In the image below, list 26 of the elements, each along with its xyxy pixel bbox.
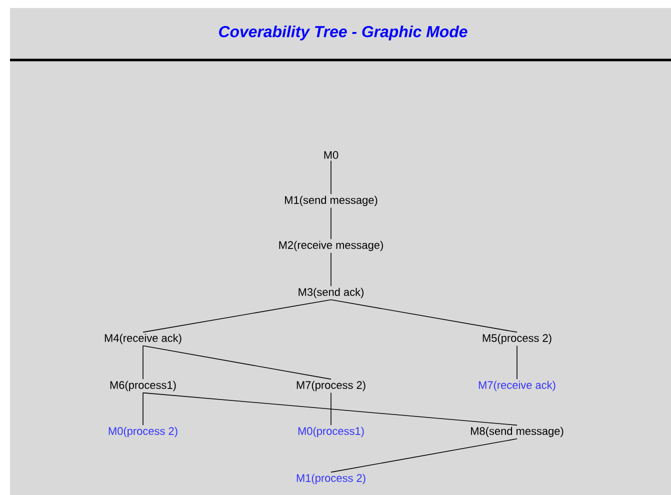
tree-line (142, 345, 332, 380)
node-label: M1(send message) (285, 196, 378, 206)
tree-line (330, 392, 332, 426)
tree-line (516, 345, 518, 380)
node-label: M1(process 2) (296, 474, 366, 484)
tree-line (330, 252, 332, 287)
tree-line (330, 438, 518, 473)
node-label: M4(receive ack) (104, 334, 182, 344)
node-label: M0(process1) (298, 426, 364, 438)
tree-line (330, 299, 518, 333)
title: Coverability Tree - Graphic Mode (219, 26, 468, 40)
tree-line (330, 207, 332, 240)
node-label: M5(process 2) (482, 334, 552, 344)
tree-line (142, 345, 144, 380)
node-label: M7(receive ack) (478, 380, 556, 392)
tree-line (142, 392, 518, 426)
node-label: M0(process 2) (108, 426, 178, 438)
tree-line (142, 299, 332, 333)
node-label: M7(process 2) (296, 380, 366, 392)
node-label: M2(receive message) (279, 240, 383, 252)
tree-line (142, 392, 144, 426)
node-label: M6(process1) (110, 380, 176, 392)
node-label: M8(send message) (471, 426, 564, 438)
node-label: M3(send ack) (298, 288, 364, 298)
tree-line (330, 160, 332, 195)
node-label: M0 (324, 151, 338, 159)
